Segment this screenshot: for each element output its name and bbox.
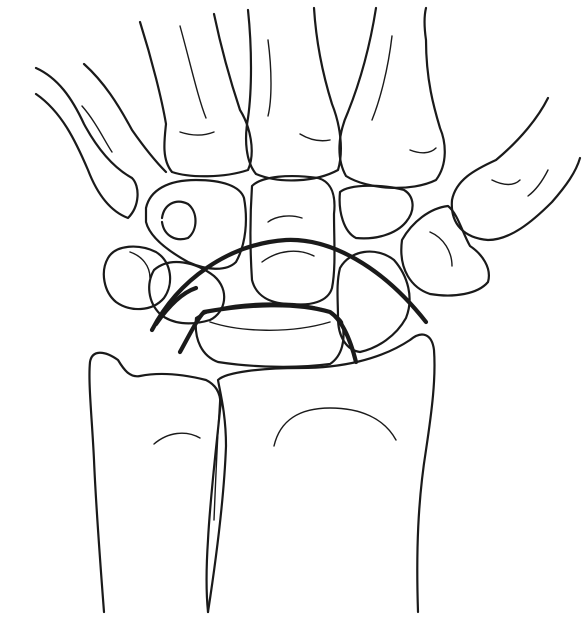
forearm-bones xyxy=(88,333,436,614)
metacarpal-1 xyxy=(450,96,582,242)
scaphoid xyxy=(336,250,411,354)
proximal-carpal-arc xyxy=(153,285,199,327)
metacarpal-4 xyxy=(138,12,253,178)
carpal-arcs xyxy=(149,237,429,365)
hamulus xyxy=(160,200,197,241)
capitate xyxy=(249,174,336,306)
radius xyxy=(206,333,436,614)
hamate xyxy=(144,178,248,270)
trapezoid xyxy=(338,184,414,240)
distal-carpal-arc xyxy=(149,237,429,333)
middle-carpal-arc xyxy=(177,303,359,365)
metacarpal-2 xyxy=(338,6,446,189)
ulna xyxy=(88,351,222,614)
triquetrum xyxy=(148,261,226,325)
metacarpals xyxy=(34,6,582,242)
metacarpal-5-inner xyxy=(82,62,168,174)
metacarpal-5 xyxy=(34,66,139,220)
pisiform xyxy=(102,245,172,311)
trapezium xyxy=(400,204,490,297)
metacarpal-3 xyxy=(245,6,342,182)
distal-carpal-row xyxy=(144,174,490,306)
